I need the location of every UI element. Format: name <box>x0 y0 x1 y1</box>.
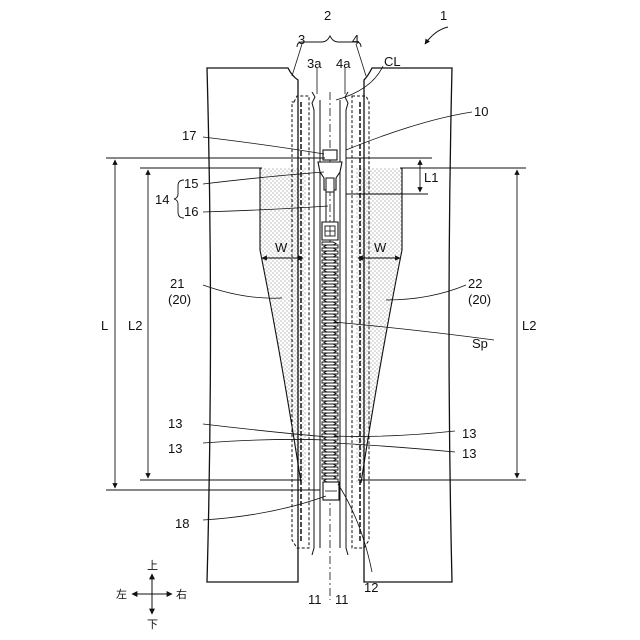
brace-14 <box>174 180 184 218</box>
label-left-edge: 3a <box>307 56 322 71</box>
label-length-total: L <box>101 318 108 333</box>
label-space: Sp <box>472 336 488 351</box>
label-fig: 1 <box>440 8 447 23</box>
direction-up: 上 <box>147 559 158 572</box>
direction-right: 右 <box>176 587 187 601</box>
label-right-edge: 4a <box>336 56 351 71</box>
label-element-2: 13 <box>168 441 182 456</box>
label-right-reinforcement-group: (20) <box>468 292 491 307</box>
label-right-reinforcement: 22 <box>468 276 482 291</box>
label-zipper: 2 <box>324 8 331 23</box>
label-pull-tab: 14 <box>155 192 169 207</box>
label-length-2-right: L2 <box>522 318 536 333</box>
label-left-tape: 3 <box>298 32 305 47</box>
direction-indicator: 上 下 左 右 <box>116 559 187 631</box>
label-width-left: W <box>275 240 288 255</box>
label-element-4: 13 <box>462 446 476 461</box>
label-left-reinforcement-group: (20) <box>168 292 191 307</box>
left-tape-core <box>312 92 315 555</box>
bottom-stop <box>323 482 339 500</box>
label-teeth-right: 11 <box>335 592 349 607</box>
label-slider: 10 <box>474 104 488 119</box>
label-right-tape: 4 <box>352 32 359 47</box>
label-length-1: L1 <box>424 170 438 185</box>
left-reinforcement-area <box>260 168 306 483</box>
label-bottom-stop: 12 <box>364 580 378 595</box>
label-teeth-left: 11 <box>308 592 322 607</box>
label-element-1: 13 <box>168 416 182 431</box>
fig-arrow <box>425 27 448 44</box>
label-tab-upper: 15 <box>184 176 198 191</box>
zipper-teeth <box>322 242 338 482</box>
label-width-right: W <box>374 240 387 255</box>
direction-left: 左 <box>116 588 127 601</box>
label-tab-lower: 16 <box>184 204 198 219</box>
label-length-2-left: L2 <box>128 318 142 333</box>
label-center-line: CL <box>384 54 401 69</box>
label-top-stop: 17 <box>182 128 196 143</box>
label-left-reinforcement: 21 <box>170 276 184 291</box>
label-lower-part: 18 <box>175 516 189 531</box>
label-element-3: 13 <box>462 426 476 441</box>
direction-down: 下 <box>147 618 158 631</box>
